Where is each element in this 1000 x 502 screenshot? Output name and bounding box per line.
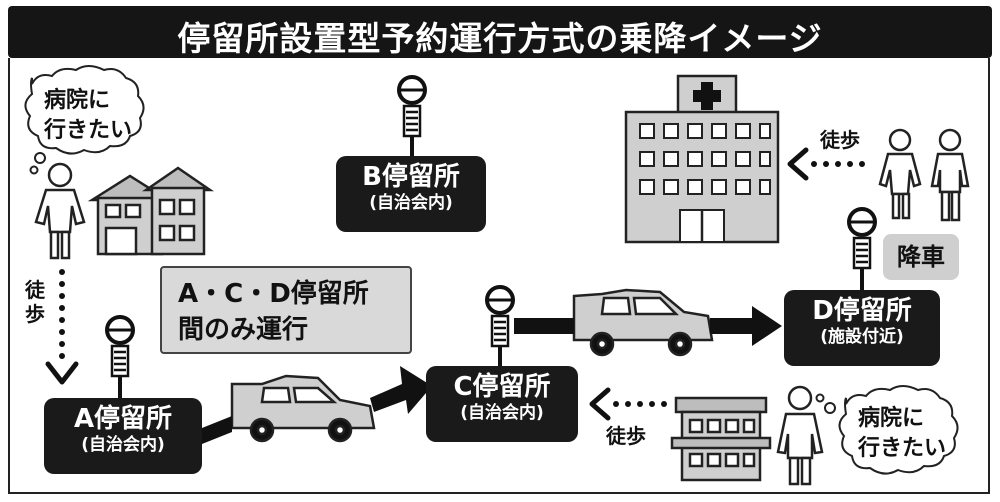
thought-text-left-line2: 行きたい xyxy=(44,118,133,143)
bus-stop-pole-a xyxy=(105,315,135,400)
man-figure-hospital xyxy=(930,128,970,222)
thought-bubble-left xyxy=(24,65,145,175)
stop-a-sub: (自治会内) xyxy=(81,435,165,455)
thought-text-right: 病院に 行きたい xyxy=(858,404,946,464)
stop-c-sub: (自治会内) xyxy=(460,403,544,423)
walk-label-vertical: 徒 歩 xyxy=(24,278,46,326)
stop-d-name: D停留所 xyxy=(812,296,912,326)
walk-label-vertical-char1: 徒 xyxy=(25,278,45,302)
stop-d-label: D停留所 (施設付近) xyxy=(784,290,940,366)
route-arrow-a-to-c xyxy=(202,366,432,444)
diagram-title: 停留所設置型予約運行方式の乗降イメージ xyxy=(177,19,823,58)
title-bar: 停留所設置型予約運行方式の乗降イメージ xyxy=(8,6,992,58)
stop-a-name: A停留所 xyxy=(73,404,173,434)
stop-d-sub: (施設付近) xyxy=(820,327,904,347)
stop-c-label: C停留所 (自治会内) xyxy=(426,366,578,442)
stop-a-label: A停留所 (自治会内) xyxy=(44,398,202,474)
thought-bubble-right xyxy=(815,385,959,475)
operation-note: A・C・D停留所 間のみ運行 xyxy=(160,266,412,354)
thought-text-right-line2: 行きたい xyxy=(858,436,947,461)
bus-stop-pole-c xyxy=(485,285,515,366)
bus-stop-pole-d xyxy=(847,207,877,290)
walk-arrow-to-c xyxy=(589,387,667,421)
walk-label-bottom: 徒歩 xyxy=(606,424,646,448)
hospital-building xyxy=(624,74,780,244)
woman-figure-left xyxy=(34,162,86,260)
walk-arrow-to-hospital xyxy=(787,147,865,181)
route-arrow-c-to-d xyxy=(514,306,782,346)
stop-c-name: C停留所 xyxy=(453,372,551,402)
operation-note-line1: A・C・D停留所 xyxy=(178,279,369,309)
diagram-frame xyxy=(8,58,990,494)
walk-arrow-vertical xyxy=(45,269,79,385)
bus-stop-pole-b xyxy=(397,75,427,156)
walk-label-vertical-char2: 歩 xyxy=(25,302,45,326)
thought-text-left: 病院に 行きたい xyxy=(44,86,132,146)
stop-b-sub: (自治会内) xyxy=(369,193,453,213)
thought-text-left-line1: 病院に xyxy=(44,88,111,113)
thought-text-right-line1: 病院に xyxy=(858,406,925,431)
woman-figure-hospital xyxy=(878,128,922,220)
stop-b-name: B停留所 xyxy=(362,162,460,192)
operation-note-line2: 間のみ運行 xyxy=(178,315,309,345)
car-a-to-c xyxy=(230,374,376,443)
house-right xyxy=(670,396,772,482)
car-c-to-d xyxy=(572,288,714,357)
stop-b-label: B停留所 (自治会内) xyxy=(336,156,486,232)
man-figure-right xyxy=(776,385,824,486)
house-left xyxy=(87,166,215,256)
alight-label: 降車 xyxy=(883,234,959,280)
walk-label-hospital: 徒歩 xyxy=(820,128,860,152)
